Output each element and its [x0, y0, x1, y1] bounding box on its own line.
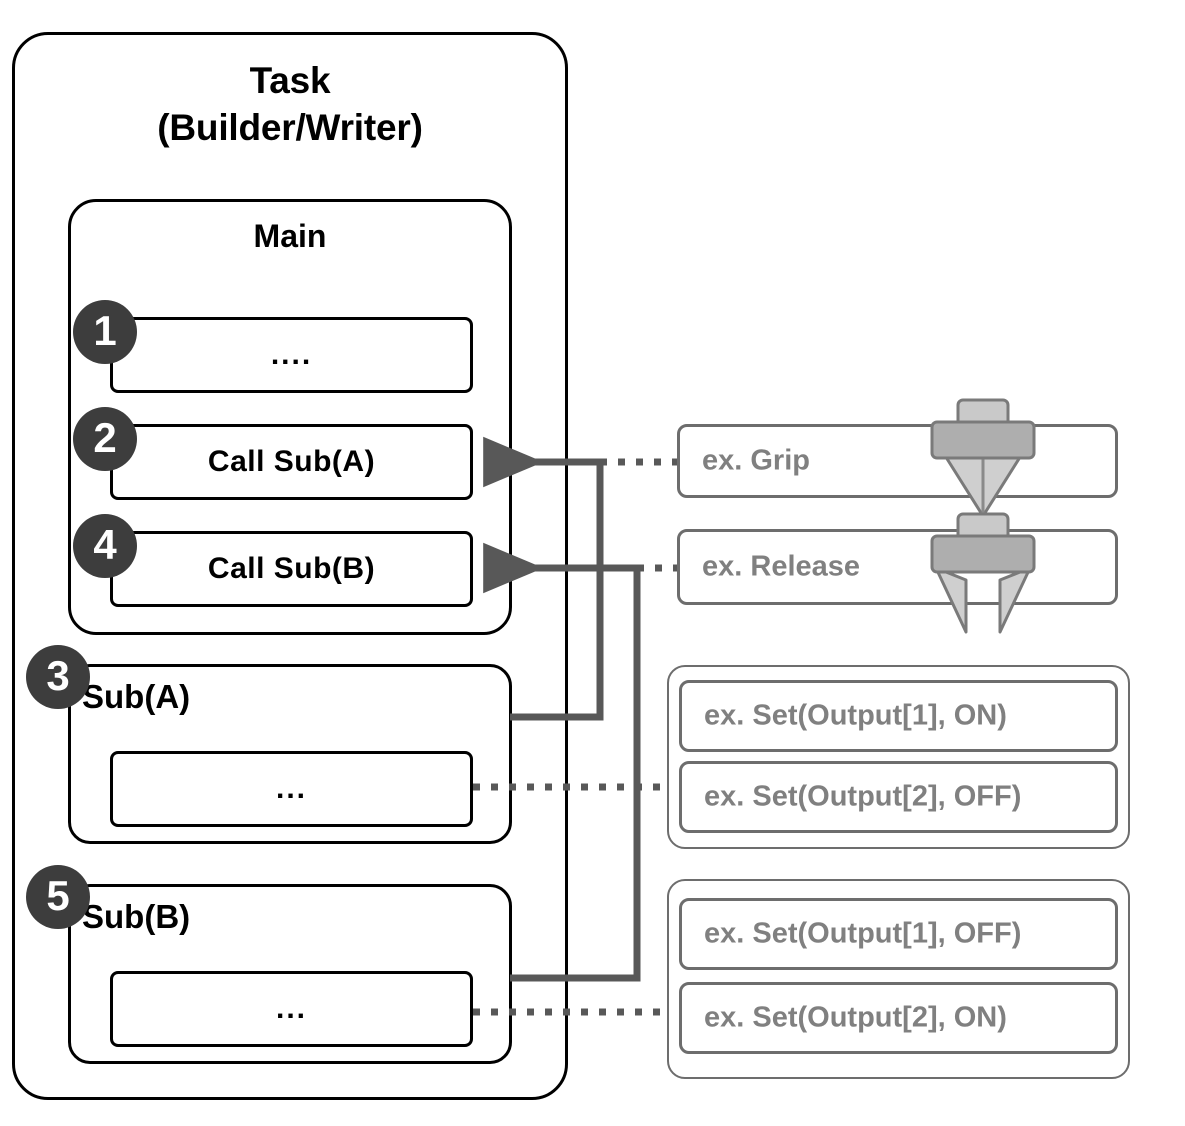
step-badge-1: 1 — [73, 300, 137, 364]
task-title-line2: (Builder/Writer) — [157, 106, 423, 148]
example-grip-box[interactable]: ex. Grip — [677, 424, 1118, 498]
sub-b-example-1-label: ex. Set(Output[1], OFF) — [704, 917, 1022, 950]
step-badge-2: 2 — [73, 407, 137, 471]
sub-b-body-text: ... — [275, 992, 307, 1025]
main-statement-1-text: .... — [270, 338, 313, 371]
step-badge-5-label: 5 — [46, 872, 70, 919]
sub-b-label: Sub(B) — [82, 898, 191, 935]
sub-b-examples-group — [667, 879, 1130, 1079]
gripper-closed-icon — [920, 396, 1046, 520]
step-badge-2-label: 2 — [93, 414, 117, 461]
sub-a-examples-group — [667, 665, 1130, 849]
step-badge-4: 4 — [73, 514, 137, 578]
sub-a-example-1[interactable]: ex. Set(Output[1], ON) — [679, 680, 1118, 752]
gripper-open-icon — [920, 510, 1046, 636]
main-statement-2-text: Call Sub(A) — [207, 445, 376, 478]
main-container — [68, 199, 512, 635]
step-badge-1-label: 1 — [93, 307, 117, 354]
example-grip-label: ex. Grip — [702, 444, 810, 477]
main-statement-2[interactable]: Call Sub(A) — [110, 424, 473, 500]
example-release-label: ex. Release — [702, 550, 861, 583]
step-badge-3: 3 — [26, 645, 90, 709]
step-badge-3-label: 3 — [46, 652, 70, 699]
sub-a-body-text: ... — [275, 772, 307, 805]
sub-b-example-2-label: ex. Set(Output[2], ON) — [704, 1001, 1007, 1034]
sub-a-example-2[interactable]: ex. Set(Output[2], OFF) — [679, 761, 1118, 833]
task-title-line1: Task — [249, 60, 331, 101]
sub-b-example-2[interactable]: ex. Set(Output[2], ON) — [679, 982, 1118, 1054]
main-title: Main — [253, 218, 327, 254]
sub-a-example-2-label: ex. Set(Output[2], OFF) — [704, 780, 1022, 813]
task-title: Task (Builder/Writer) — [12, 58, 568, 151]
sub-a-example-1-label: ex. Set(Output[1], ON) — [704, 699, 1007, 732]
sub-b-body[interactable]: ... — [110, 971, 473, 1047]
step-badge-4-label: 4 — [93, 521, 117, 568]
main-statement-3[interactable]: Call Sub(B) — [110, 531, 473, 607]
main-statement-3-text: Call Sub(B) — [207, 552, 376, 585]
example-release-box[interactable]: ex. Release — [677, 529, 1118, 605]
sub-b-example-1[interactable]: ex. Set(Output[1], OFF) — [679, 898, 1118, 970]
main-statement-1[interactable]: .... — [110, 317, 473, 393]
sub-a-body[interactable]: ... — [110, 751, 473, 827]
step-badge-5: 5 — [26, 865, 90, 929]
sub-a-label: Sub(A) — [82, 678, 191, 715]
